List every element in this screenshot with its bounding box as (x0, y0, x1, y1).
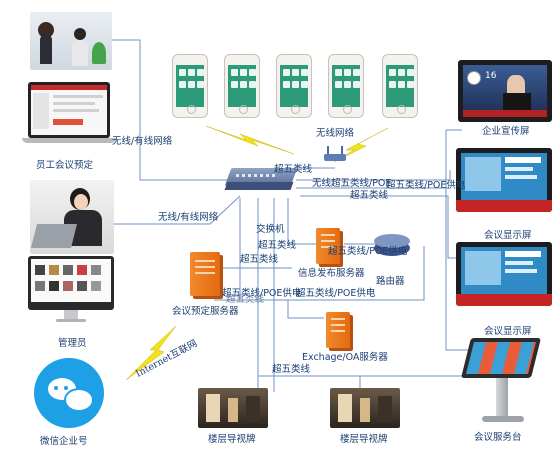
switch-label: 交换机 (256, 224, 285, 235)
link-switch-right-top (296, 170, 451, 181)
link-mid-poe (214, 246, 425, 301)
link-label-cat5-poe-mid-2: 超五类线/POE供电 (296, 288, 376, 299)
wireless-ap-icon (324, 146, 346, 162)
link-label-wireless-wired-1: 无线/有线网络 (112, 136, 173, 147)
link-label-cat5-overlap: 超五类线 (226, 294, 265, 305)
link-label-cat5-a: 超五类线 (258, 240, 297, 251)
meeting-display-2-label: 会议显示屏 (484, 326, 532, 337)
link-label-cat5-bottom: 超五类线 (272, 364, 311, 375)
link-right-bus (445, 130, 470, 351)
meeting-display-2 (456, 242, 552, 306)
exchange-server-icon (326, 312, 350, 348)
router-label: 路由器 (376, 276, 405, 287)
floor-sign-1-photo (198, 388, 268, 428)
admin-imac (28, 256, 114, 328)
link-exchange (287, 300, 324, 319)
link-label-wireless-poe: 无线超五类线/POE (312, 178, 392, 189)
smartphone-2 (224, 54, 260, 118)
link-admin-switch (112, 195, 241, 225)
link-label-cat5-top: 超五类线 (274, 164, 313, 175)
floor-sign-2-label: 楼层导视牌 (340, 434, 388, 445)
meeting-service-kiosk (461, 336, 542, 426)
link-booking-switch (110, 39, 232, 181)
link-label-cat5-right-2: 超五类线 (350, 190, 389, 201)
meeting-service-desk-label: 会议服务台 (474, 432, 522, 443)
wechat-label: 微信企业号 (40, 436, 88, 447)
admin-label: 管理员 (58, 338, 87, 349)
link-label-cat5-poe-right: 超五类线/POE供电 (386, 180, 466, 191)
smartphone-3 (276, 54, 312, 118)
switch-icon (224, 168, 298, 194)
wireless-network-label: 无线网络 (316, 128, 355, 139)
booking-laptop (22, 82, 116, 148)
meeting-display-1 (456, 148, 552, 212)
corporate-screen-label: 企业宣传屏 (482, 126, 530, 137)
link-switch-vert-d (287, 198, 316, 245)
info-publish-server-label: 信息发布服务器 (298, 268, 365, 279)
smartphone-1 (172, 54, 208, 118)
meeting-display-1-label: 会议显示屏 (484, 230, 532, 241)
admin-photo (30, 180, 114, 254)
link-switch-display2 (300, 195, 458, 259)
office-photo (30, 12, 112, 70)
router-icon (374, 234, 410, 256)
booking-server-label: 会议预定服务器 (172, 306, 239, 317)
bolt-internet (125, 325, 177, 381)
corporate-screen: 16 (458, 60, 552, 122)
bolt-left (205, 125, 295, 155)
smartphone-5 (382, 54, 418, 118)
floor-sign-1-label: 楼层导视牌 (208, 434, 256, 445)
wechat-icon (34, 358, 104, 428)
link-label-cat5-poe-mid-1: 超五类线/POE供电 (222, 288, 302, 299)
employee-booking-label: 员工会议预定 (36, 160, 94, 171)
info-publish-server-icon (316, 228, 340, 264)
booking-server-icon (190, 252, 220, 296)
exchange-server-label: Exchage/OA服务器 (302, 352, 388, 363)
link-label-cat5-poe-router: 超五类线/POE供电 (328, 246, 408, 257)
smartphone-4 (328, 54, 364, 118)
floor-sign-2-photo (330, 388, 400, 428)
link-label-wireless-wired-2: 无线/有线网络 (158, 212, 219, 223)
link-label-cat5-b: 超五类线 (240, 254, 279, 265)
corporate-screen-number: 16 (485, 71, 497, 81)
bolt-right (333, 127, 389, 163)
